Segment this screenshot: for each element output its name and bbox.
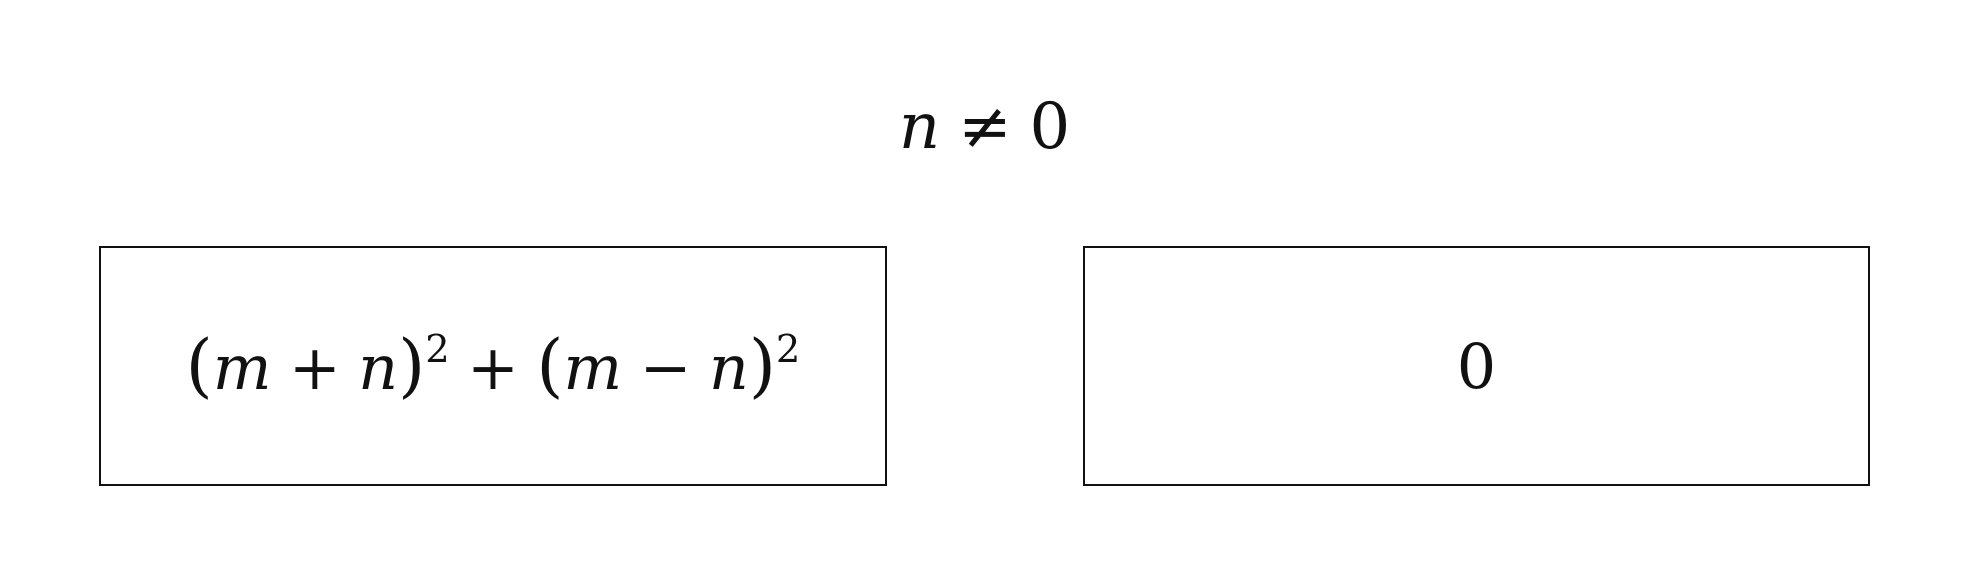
close-paren: ) bbox=[398, 326, 426, 406]
zero-value: 0 bbox=[1456, 329, 1497, 403]
plus-operator: + bbox=[467, 331, 519, 404]
exponent: 2 bbox=[775, 326, 801, 372]
term-variable: m bbox=[563, 331, 623, 404]
expression-box-left: (m+n)2+(m−n)2 bbox=[99, 246, 887, 486]
condition-variable: n bbox=[898, 90, 941, 164]
term-variable: n bbox=[358, 331, 399, 404]
exponent: 2 bbox=[425, 326, 450, 372]
expression-box-right: 0 bbox=[1083, 246, 1870, 486]
minus-operator: − bbox=[639, 331, 692, 404]
term-variable: n bbox=[708, 331, 749, 404]
sum-of-squares-expression: (m+n)2+(m−n)2 bbox=[186, 326, 801, 406]
open-paren: ( bbox=[185, 326, 213, 406]
close-paren: ) bbox=[748, 326, 776, 406]
condition-relation: ≠ bbox=[957, 90, 1012, 164]
condition-value: 0 bbox=[1029, 90, 1071, 164]
open-paren: ( bbox=[536, 326, 564, 406]
term-variable: m bbox=[212, 331, 272, 404]
plus-operator: + bbox=[288, 331, 341, 404]
condition-expression: n ≠ 0 bbox=[0, 72, 1969, 182]
